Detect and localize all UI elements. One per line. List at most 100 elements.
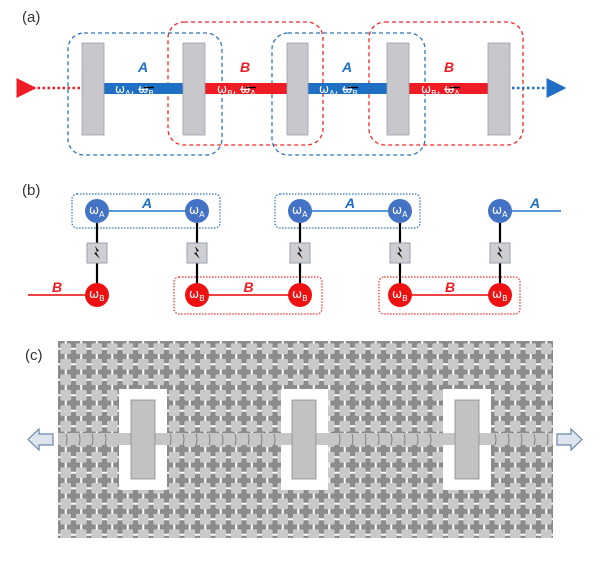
mode-node-b-circle — [388, 283, 412, 307]
panel-c: (c) — [25, 341, 583, 538]
waveguide-hole-mark — [260, 433, 263, 446]
forbidden-omega-symbol: ω — [138, 82, 148, 96]
panel-c-label: (c) — [25, 347, 43, 364]
waveguide-hole-mark — [182, 433, 185, 446]
forbidden-omega-symbol: ω — [240, 82, 250, 96]
mode-node-a-circle — [288, 199, 312, 223]
separator: , — [437, 82, 445, 96]
mode-node-b-circle — [488, 283, 512, 307]
segment-frequency-label: ωB, ωA — [421, 82, 460, 98]
nonlinear-coupler-box — [289, 242, 311, 264]
mode-node-a-circle — [185, 199, 209, 223]
waveguide-hole-mark — [104, 433, 107, 446]
omega-subscript: B — [227, 89, 233, 98]
forbidden-omega-subscript: B — [352, 89, 358, 98]
waveguide-hole-mark — [247, 433, 250, 446]
nonlinear-coupler-box — [186, 242, 208, 264]
link-label-a: A — [529, 195, 540, 211]
omega-subscript: B — [302, 294, 308, 303]
omega-subscript: B — [402, 294, 408, 303]
separator: , — [335, 82, 343, 96]
output-right-hollow-arrow-icon — [556, 427, 583, 452]
waveguide-hole-mark — [403, 433, 406, 446]
separator: , — [233, 82, 241, 96]
waveguide-hole-mark — [546, 433, 549, 446]
omega-symbol: ω — [421, 82, 431, 96]
mode-node-a: ωA — [388, 199, 412, 223]
lightning-bolt-icon — [297, 246, 303, 259]
waveguide-hole-mark — [91, 433, 94, 446]
waveguide-hole-mark — [351, 433, 354, 446]
waveguide-hole-mark — [221, 433, 224, 446]
omega-subscript: A — [99, 210, 105, 219]
waveguide-hole-mark — [416, 433, 419, 446]
mode-node-a: ωA — [488, 199, 512, 223]
omega-subscript: B — [502, 294, 508, 303]
omega-symbol: ω — [492, 287, 502, 301]
waveguide-hole-mark — [78, 433, 81, 446]
mode-node-a-circle — [85, 199, 109, 223]
mirror-1 — [81, 42, 105, 136]
omega-symbol: ω — [189, 287, 199, 301]
mode-node-b-circle — [288, 283, 312, 307]
waveguide-hole-mark — [377, 433, 380, 446]
omega-symbol: ω — [89, 203, 99, 217]
segment-label: B — [240, 59, 250, 75]
mode-node-a-circle — [388, 199, 412, 223]
mode-node-a: ωA — [85, 199, 109, 223]
forbidden-omega-subscript: A — [454, 89, 460, 98]
group-a-box-1 — [71, 193, 221, 229]
mode-node-a: ωA — [185, 199, 209, 223]
node-label: ωA — [392, 203, 408, 219]
waveguide-hole-mark — [429, 433, 432, 446]
forbidden-omega-symbol: ω — [342, 82, 352, 96]
mode-node-b: ωB — [85, 283, 109, 307]
waveguide-hole-mark — [520, 433, 523, 446]
segment-frequency-label: ωA, ωB — [319, 82, 358, 98]
segment-frequency-label: ωB, ωA — [217, 82, 256, 98]
waveguide-hole-mark — [338, 433, 341, 446]
group-b-box-1 — [173, 276, 323, 315]
omega-symbol: ω — [115, 82, 125, 96]
mode-node-b: ωB — [388, 283, 412, 307]
resonator-pad-1 — [130, 399, 156, 480]
omega-subscript: B — [99, 294, 105, 303]
panel-b-label: (b) — [22, 182, 40, 199]
omega-symbol: ω — [292, 287, 302, 301]
mirror-3 — [286, 42, 309, 136]
omega-symbol: ω — [492, 203, 502, 217]
panel-a-label: (a) — [22, 9, 40, 26]
node-label: ωB — [492, 287, 508, 303]
mode-node-a-circle — [488, 199, 512, 223]
omega-symbol: ω — [392, 287, 402, 301]
omega-subscript: B — [199, 294, 205, 303]
node-label: ωB — [189, 287, 205, 303]
omega-symbol: ω — [217, 82, 227, 96]
omega-subscript: A — [502, 210, 508, 219]
omega-subscript: B — [431, 89, 437, 98]
node-label: ωA — [292, 203, 308, 219]
mode-node-b: ωB — [185, 283, 209, 307]
mode-node-b-circle — [85, 283, 109, 307]
link-label-a: A — [141, 195, 152, 211]
waveguide-hole-mark — [494, 433, 497, 446]
node-label: ωA — [492, 203, 508, 219]
segment-label: B — [444, 59, 454, 75]
nonlinear-coupler-box — [389, 242, 411, 264]
link-label-a: A — [344, 195, 355, 211]
omega-symbol: ω — [89, 287, 99, 301]
lightning-bolt-icon — [94, 246, 100, 259]
lightning-bolt-icon — [397, 246, 403, 259]
lightning-bolt-icon — [497, 246, 503, 259]
separator: , — [131, 82, 139, 96]
mirror-2 — [182, 42, 206, 136]
waveguide-hole-mark — [273, 433, 276, 446]
omega-symbol: ω — [189, 203, 199, 217]
node-label: ωA — [89, 203, 105, 219]
omega-subscript: A — [302, 210, 308, 219]
node-label: ωB — [89, 287, 105, 303]
segment-frequency-label: ωA, ωB — [115, 82, 154, 98]
link-label-b: B — [445, 279, 455, 295]
